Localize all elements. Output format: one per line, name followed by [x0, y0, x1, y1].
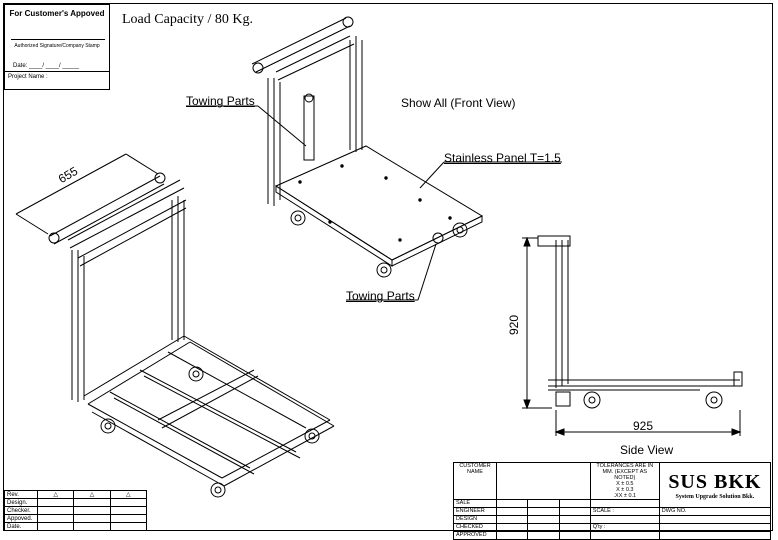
customer-approval-box: For Customer's Appoved Authorized Signat… — [4, 4, 110, 90]
tolerance-xx: X ± 0.3 — [616, 487, 634, 493]
customer-name-label: CUSTOMER NAME — [453, 462, 497, 500]
rev-row-label: Rev. — [4, 490, 38, 499]
towing-parts-label-top: Towing Parts — [186, 94, 255, 108]
tolerances-label: TOLERANCES ARE IN MM. (EXCEPT AS NOTED) — [596, 463, 654, 481]
tolerance-xxx: .XX ± 0.1 — [613, 493, 637, 499]
approved-row-label: Appoved. — [4, 514, 38, 523]
signature-label: Authorized Signature/Company Stamp — [14, 43, 100, 49]
stainless-panel-label: Stainless Panel T=1.5 — [444, 151, 561, 165]
role-design: DESIGN — [453, 515, 497, 524]
triangle-icon: △ — [109, 490, 148, 499]
title-block: CUSTOMER NAME TOLERANCES ARE IN MM. (EXC… — [453, 462, 772, 540]
role-checked: CHECKED — [453, 523, 497, 532]
date-row-label: Date. — [4, 522, 38, 531]
checker-row-label: Checker. — [4, 506, 38, 515]
date-label: Date: ____/ ____/ _____ — [13, 63, 80, 69]
tolerance-x: X ± 0.5 — [616, 481, 634, 487]
role-engineer: ENGINEER — [453, 507, 497, 516]
dimension-925: 925 — [633, 419, 654, 433]
role-sale: SALE — [453, 499, 497, 508]
drawing-sheet — [3, 3, 773, 531]
dimension-920: 920 — [507, 314, 522, 336]
scale-label: SCALE : — [589, 507, 660, 516]
triangle-icon: △ — [36, 490, 75, 499]
signature-line — [11, 39, 105, 40]
project-name-label: Project Name : — [8, 74, 48, 80]
load-capacity: Load Capacity / 80 Kg. — [122, 12, 254, 27]
company-logo-text: SUS BKK — [668, 470, 762, 493]
dwg-no-label: DWG NO. — [658, 507, 772, 516]
revision-table: Rev.△△△ Design. Checker. Appoved. Date. — [4, 490, 148, 531]
approval-title: For Customer's Appoved — [9, 9, 105, 18]
approval-separator — [5, 71, 109, 72]
side-view-label: Side View — [620, 443, 674, 457]
towing-parts-label-bottom: Towing Parts — [346, 289, 415, 303]
design-row-label: Design. — [4, 498, 38, 507]
tolerances-block: TOLERANCES ARE IN MM. (EXCEPT AS NOTED) … — [589, 462, 660, 500]
show-all-label: Show All (Front View) — [401, 96, 516, 110]
qty-label: Q'ty : — [589, 523, 660, 532]
triangle-icon: △ — [73, 490, 111, 499]
company-full-name: System Upgrade Solution Bkk. — [675, 493, 755, 500]
